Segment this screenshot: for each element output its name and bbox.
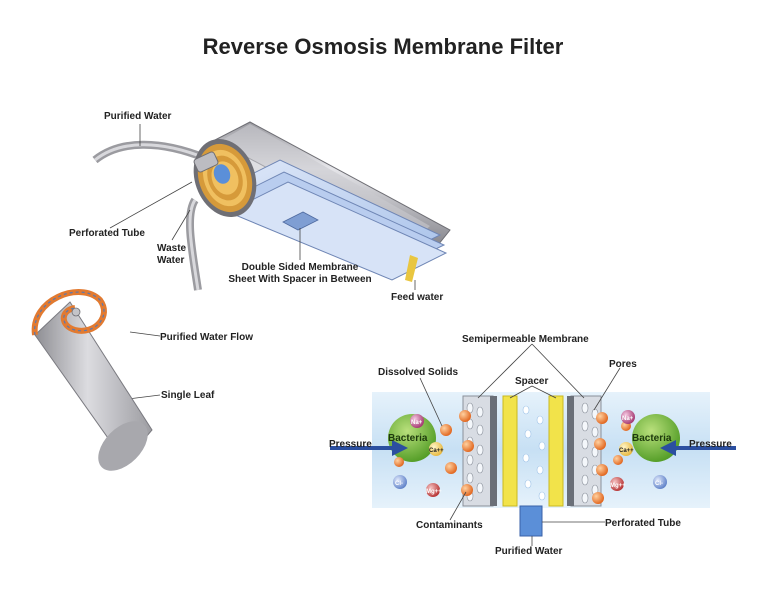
ion-label-na-right: Na+ <box>622 416 634 422</box>
spacer-right <box>548 395 564 507</box>
spacer-left <box>502 395 518 507</box>
ion-label-na-left: Na+ <box>411 420 423 426</box>
membrane-cross-section <box>330 392 736 537</box>
label-perforated-tube: Perforated Tube <box>69 228 145 239</box>
label-bacteria-right: Bacteria <box>632 433 672 444</box>
center-tube <box>213 164 231 184</box>
label-contaminants: Contaminants <box>416 520 483 531</box>
ion-label-cl-left: Cl- <box>395 481 403 487</box>
label-semipermeable-membrane: Semipermeable Membrane <box>462 334 589 345</box>
label-dissolved-solids: Dissolved Solids <box>378 367 459 378</box>
label-single-leaf: Single Leaf <box>161 390 215 401</box>
label-feed-water: Feed water <box>391 292 444 303</box>
single-leaf-roll <box>31 289 153 471</box>
label-pressure-left: Pressure <box>329 439 372 450</box>
label-purified-water-flow: Purified Water Flow <box>160 332 253 343</box>
ion-label-ca-left: Ca++ <box>429 448 444 454</box>
label-membrane-1: Double Sided Membrane <box>241 262 359 273</box>
label-pressure-right: Pressure <box>689 439 732 450</box>
ion-label-cl-right: Cl- <box>655 481 663 487</box>
purified-water-outlet <box>519 505 543 537</box>
membrane-cartridge <box>92 121 451 291</box>
membrane-pores <box>466 402 599 504</box>
page-title: Reverse Osmosis Membrane Filter <box>202 34 564 59</box>
label-pores: Pores <box>609 359 637 370</box>
ion-label-mg-right: Mg++ <box>610 483 626 489</box>
ion-label-ca-right: Ca++ <box>619 448 634 454</box>
ion-particles <box>393 410 667 497</box>
label-membrane-2: Sheet With Spacer in Between <box>228 274 372 285</box>
label-purified-water-bottom: Purified Water <box>495 546 563 557</box>
label-spacer: Spacer <box>515 376 549 387</box>
water-droplets <box>522 405 546 501</box>
label-waste-2: Water <box>157 255 185 266</box>
label-purified-water: Purified Water <box>104 111 172 122</box>
feed-water-stream <box>405 255 418 282</box>
label-bacteria-left: Bacteria <box>388 433 428 444</box>
label-waste-1: Waste <box>157 243 187 254</box>
label-perforated-tube-bottom: Perforated Tube <box>605 518 681 529</box>
ion-label-mg-left: Mg++ <box>426 489 442 495</box>
